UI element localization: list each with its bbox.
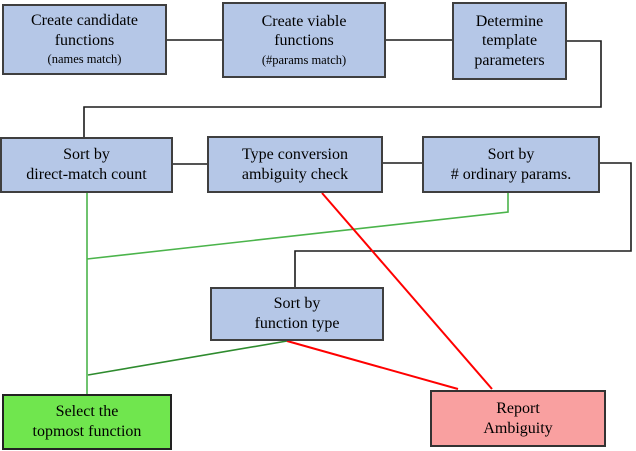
node-text-line: functions xyxy=(54,31,115,49)
node-text-line: Sort by xyxy=(63,146,110,164)
node-text-line: Select the xyxy=(55,403,119,421)
node-text-line: function type xyxy=(254,315,340,332)
node-sort-by-function-type: Sort by function type xyxy=(210,287,384,341)
node-text-line: Sort by xyxy=(273,295,321,313)
connector-sort-function-type-to-select-topmost xyxy=(87,340,288,376)
node-text-line: ambiguity check xyxy=(241,165,349,183)
node-select-topmost-function: Select the topmost function xyxy=(2,394,172,450)
node-text-line: # ordinary params. xyxy=(450,165,572,183)
node-text-line: Create candidate xyxy=(30,12,139,30)
connector-sort-function-type-to-report-ambiguity xyxy=(286,340,459,390)
connector-template-to-sort-direct xyxy=(83,40,602,137)
node-note: (#params match) xyxy=(261,52,347,67)
node-determine-template-parameters: Determine template parameters xyxy=(452,2,567,80)
node-type-conversion-ambiguity-check: Type conversion ambiguity check xyxy=(207,136,383,193)
node-sort-by-direct-match-count: Sort by direct-match count xyxy=(0,137,173,193)
node-sort-by-ordinary-params: Sort by # ordinary params. xyxy=(422,136,600,193)
node-create-viable-functions: Create viable functions (#params match) xyxy=(222,2,386,78)
connector-type-conversion-to-report-ambiguity xyxy=(321,192,493,390)
node-text-line: functions xyxy=(274,32,334,50)
node-text-line: Determine xyxy=(475,12,544,30)
node-create-candidate-functions: Create candidate functions (names match) xyxy=(2,4,167,75)
node-text-line: Report xyxy=(496,399,540,417)
node-text-line: template xyxy=(481,32,538,50)
connector-sort-ordinary-to-select-topmost xyxy=(86,193,509,260)
node-report-ambiguity: Report Ambiguity xyxy=(430,390,606,447)
node-text-line: Sort by xyxy=(487,145,535,163)
node-text-line: Type conversion xyxy=(242,145,348,163)
node-text-line: parameters xyxy=(474,51,545,69)
node-text-line: topmost function xyxy=(32,423,142,440)
node-text-line: Create viable xyxy=(261,12,347,30)
node-note: (names match) xyxy=(47,52,122,67)
node-text-line: direct-match count xyxy=(26,166,147,183)
connector-sort-ordinary-to-sort-function-type xyxy=(294,162,632,287)
node-text-line: Ambiguity xyxy=(483,419,553,437)
